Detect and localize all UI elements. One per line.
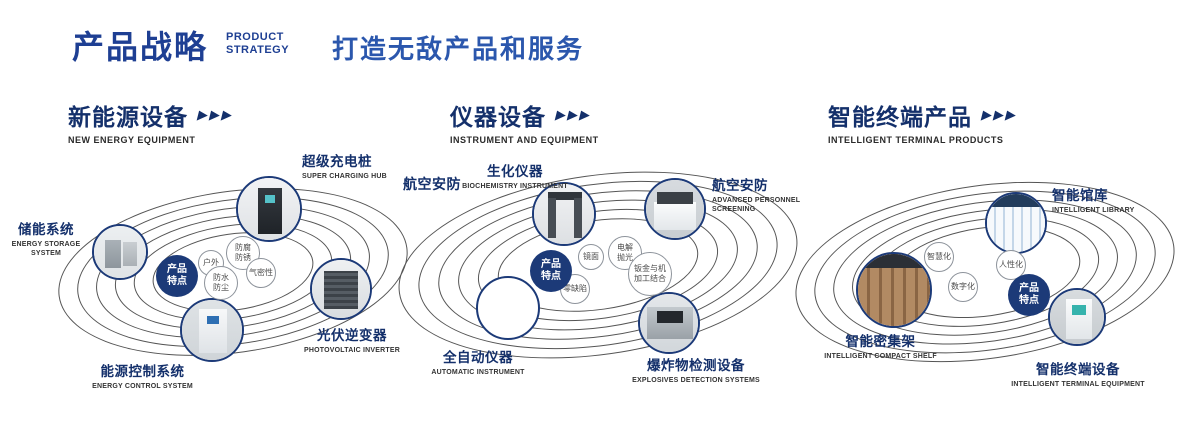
- tagline: 打造无敌产品和服务: [332, 34, 585, 64]
- product-name-en: SUPER CHARGING HUB: [302, 173, 387, 180]
- triple-arrow-icon: ▶▶▶: [196, 107, 236, 122]
- section-title-en: INSTRUMENT AND EQUIPMENT: [450, 135, 599, 145]
- feature-label: 钣金与机加工结合: [634, 264, 666, 283]
- page-title-en-line2: STRATEGY: [226, 44, 290, 57]
- energy-control-system-circle: [180, 298, 244, 362]
- product-name: 智能密集架: [845, 334, 916, 349]
- product-name-en: PHOTOVOLTAIC INVERTER: [304, 347, 400, 354]
- intelligent-compact-shelf-label: 智能密集架 INTELLIGENT COMPACT SHELF: [818, 330, 943, 361]
- super-charging-hub-label: 超级充电桩 SUPER CHARGING HUB: [302, 150, 417, 181]
- product-name-en: ENERGY STORAGE SYSTEM: [11, 241, 81, 258]
- feature-bubble: 气密性: [246, 258, 276, 288]
- energy-control-system-photo: [182, 300, 242, 360]
- super-charging-hub-circle: [236, 176, 302, 242]
- product-name-en: INTELLIGENT LIBRARY: [1052, 207, 1135, 214]
- feature-label: 户外: [203, 258, 219, 267]
- feature-bubble: 数字化: [948, 272, 978, 302]
- biochemistry-instrument-circle: [532, 182, 596, 246]
- product-features-badge: 产品特点: [156, 255, 198, 297]
- product-name-en: ENERGY CONTROL SYSTEM: [92, 383, 193, 390]
- page-title: 产品战略: [72, 29, 209, 65]
- page-title-en: PRODUCT STRATEGY: [226, 31, 289, 57]
- feature-label: 电解抛光: [617, 243, 633, 262]
- product-name: 超级充电桩: [302, 154, 372, 169]
- feature-label: 智慧化: [927, 252, 951, 261]
- product-name: 生化仪器: [487, 164, 543, 179]
- product-features-badge: 产品特点: [1008, 274, 1050, 316]
- energy-storage-photo: [94, 226, 146, 278]
- aviation-security-side-label: 航空安防: [403, 176, 461, 192]
- feature-label: 气密性: [249, 268, 273, 277]
- intelligent-library-photo: [987, 194, 1045, 252]
- feature-bubble: 防腐防锈: [226, 236, 260, 270]
- product-name: 储能系统: [18, 222, 74, 237]
- intelligent-library-label: 智能馆库 INTELLIGENT LIBRARY: [1052, 184, 1162, 215]
- section-title: 仪器设备: [450, 104, 546, 130]
- explosives-detection-circle: [638, 292, 700, 354]
- product-name: 光伏逆变器: [317, 328, 387, 343]
- product-name: 航空安防: [712, 178, 768, 193]
- feature-bubble: 人性化: [996, 250, 1026, 280]
- biochemistry-instrument-photo: [534, 184, 594, 244]
- energy-control-system-label: 能源控制系统 ENERGY CONTROL SYSTEM: [80, 360, 205, 391]
- product-name-en: EXPLOSIVES DETECTION SYSTEMS: [632, 377, 760, 384]
- product-name: 智能终端设备: [1036, 362, 1120, 377]
- badge-label: 产品特点: [167, 263, 187, 288]
- photovoltaic-inverter-label: 光伏逆变器 PHOTOVOLTAIC INVERTER: [292, 324, 412, 355]
- section-heading-new-energy: 新能源设备 ▶▶▶ NEW ENERGY EQUIPMENT: [68, 98, 236, 145]
- section-title-en: NEW ENERGY EQUIPMENT: [68, 135, 196, 145]
- product-features-badge: 产品特点: [530, 250, 572, 292]
- automatic-instrument-label: 全自动仪器 AUTOMATIC INSTRUMENT: [418, 346, 538, 377]
- photovoltaic-inverter-circle: [310, 258, 372, 320]
- energy-storage-label: 储能系统 ENERGY STORAGE SYSTEM: [2, 218, 90, 259]
- product-name-en: AUTOMATIC INSTRUMENT: [431, 369, 525, 376]
- personnel-screening-photo: [646, 180, 704, 238]
- automatic-instrument-circle: [476, 276, 540, 340]
- section-heading-intelligent-terminal: 智能终端产品 ▶▶▶ INTELLIGENT TERMINAL PRODUCTS: [828, 98, 1020, 145]
- feature-label: 防水防尘: [213, 273, 229, 292]
- feature-label: 防腐防锈: [235, 243, 251, 262]
- section-title: 新能源设备: [68, 104, 188, 130]
- feature-bubble: 镜面: [578, 244, 604, 270]
- explosives-detection-label: 爆炸物检测设备 EXPLOSIVES DETECTION SYSTEMS: [616, 354, 776, 385]
- product-name-en: BIOCHEMISTRY INSTRUMENT: [462, 183, 568, 190]
- personnel-screening-circle: [644, 178, 706, 240]
- feature-label: 数字化: [951, 282, 975, 291]
- triple-arrow-icon: ▶▶▶: [554, 107, 594, 122]
- super-charging-hub-photo: [238, 178, 300, 240]
- intelligent-compact-shelf-photo: [858, 254, 930, 326]
- page-title-en-line1: PRODUCT: [226, 31, 284, 43]
- badge-label: 产品特点: [1019, 282, 1039, 307]
- feature-bubble: 防水防尘: [204, 266, 238, 300]
- product-name-en: INTELLIGENT COMPACT SHELF: [824, 353, 937, 360]
- automatic-instrument-photo: [478, 278, 538, 338]
- product-name: 能源控制系统: [100, 364, 185, 379]
- feature-label: 镜面: [583, 252, 599, 261]
- intelligent-terminal-equipment-photo: [1050, 290, 1104, 344]
- intelligent-terminal-equipment-circle: [1048, 288, 1106, 346]
- product-name: 智能馆库: [1052, 188, 1108, 203]
- intelligent-compact-shelf-circle: [856, 252, 932, 328]
- biochemistry-instrument-label: 生化仪器 BIOCHEMISTRY INSTRUMENT: [460, 160, 570, 191]
- intelligent-library-circle: [985, 192, 1047, 254]
- personnel-screening-label: 航空安防 ADVANCED PERSONNEL SCREENING: [712, 174, 824, 215]
- photovoltaic-inverter-photo: [312, 260, 370, 318]
- product-name-en: INTELLIGENT TERMINAL EQUIPMENT: [1011, 381, 1145, 388]
- explosives-detection-photo: [640, 294, 698, 352]
- section-title: 智能终端产品: [828, 104, 972, 130]
- energy-storage-circle: [92, 224, 148, 280]
- feature-label: 人性化: [999, 260, 1023, 269]
- feature-bubble: 钣金与机加工结合: [628, 252, 672, 296]
- section-heading-instrument: 仪器设备 ▶▶▶ INSTRUMENT AND EQUIPMENT: [450, 98, 599, 145]
- intelligent-terminal-equipment-label: 智能终端设备 INTELLIGENT TERMINAL EQUIPMENT: [1008, 358, 1148, 389]
- feature-label: 零缺陷: [563, 284, 587, 293]
- section-title-en: INTELLIGENT TERMINAL PRODUCTS: [828, 135, 1004, 145]
- badge-label: 产品特点: [541, 258, 561, 283]
- triple-arrow-icon: ▶▶▶: [980, 107, 1020, 122]
- product-name: 爆炸物检测设备: [647, 358, 745, 373]
- feature-bubble: 智慧化: [924, 242, 954, 272]
- product-name: 全自动仪器: [443, 350, 513, 365]
- product-name-en: ADVANCED PERSONNEL SCREENING: [712, 197, 801, 214]
